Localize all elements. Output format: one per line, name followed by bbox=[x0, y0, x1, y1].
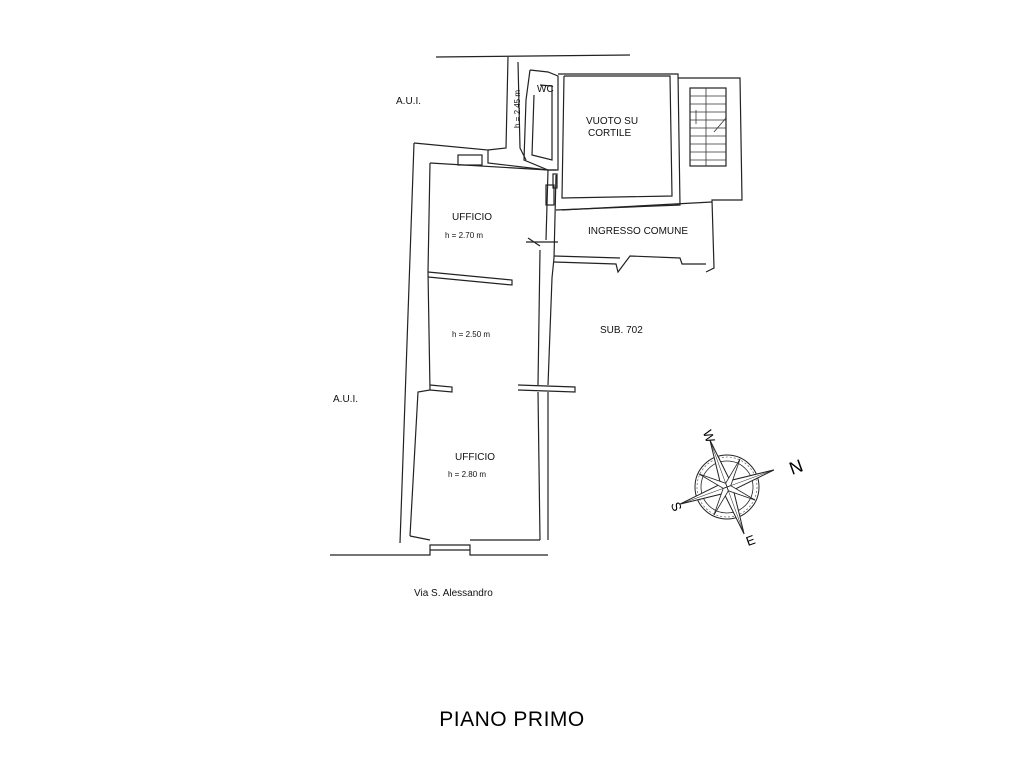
floor-title: PIANO PRIMO bbox=[439, 708, 585, 731]
compass-rose bbox=[679, 439, 775, 535]
wc-inner bbox=[531, 84, 553, 161]
wall-street-front bbox=[330, 544, 548, 556]
wall-partition-3 bbox=[517, 384, 576, 393]
courtyard-label-1: VUOTO SU bbox=[586, 116, 639, 127]
stair-block bbox=[689, 87, 727, 167]
wc-room bbox=[523, 69, 559, 171]
office-bottom-height: h = 2.80 m bbox=[448, 470, 487, 479]
wall-partition-2 bbox=[429, 384, 453, 393]
wall-street-inner bbox=[409, 535, 431, 541]
wall-east-2 bbox=[537, 249, 541, 386]
door-mark-2 bbox=[527, 237, 541, 247]
neighbor-label-top: A.U.I. bbox=[396, 96, 422, 107]
compass-w-label: W bbox=[700, 428, 719, 445]
wall-outer-west bbox=[399, 142, 415, 544]
middle-room-height: h = 2.50 m bbox=[452, 330, 491, 339]
office-bottom-label: UFFICIO bbox=[455, 452, 495, 463]
street-label: Via S. Alessandro bbox=[414, 588, 493, 599]
entrance-wall-bottom-2 bbox=[553, 255, 621, 259]
compass-s-label: S bbox=[668, 500, 685, 514]
neighbor-label-left: A.U.I. bbox=[333, 394, 359, 405]
courtyard-void bbox=[561, 75, 673, 199]
stairwell-outline bbox=[678, 77, 743, 273]
wall-partition-1 bbox=[427, 271, 513, 286]
wall-wc-left bbox=[487, 56, 509, 151]
window-mark-office bbox=[545, 184, 555, 206]
wall-east-lower-1 bbox=[537, 391, 541, 541]
window-mark-wc bbox=[552, 173, 558, 189]
neighbor-label-sub: SUB. 702 bbox=[600, 325, 643, 336]
chimney bbox=[457, 154, 483, 166]
wc-height-label: h = 2.45 m bbox=[513, 89, 522, 128]
courtyard-outer bbox=[555, 73, 681, 211]
common-entrance-label: INGRESSO COMUNE bbox=[588, 226, 689, 237]
entrance-wall-top bbox=[561, 201, 713, 211]
office-top-height: h = 2.70 m bbox=[445, 231, 484, 240]
property-line-top bbox=[435, 54, 631, 58]
entrance-wall-bottom bbox=[553, 255, 706, 274]
office-top-label: UFFICIO bbox=[452, 212, 492, 223]
wc-label: WC bbox=[537, 84, 554, 95]
wall-inner-west bbox=[409, 162, 431, 537]
wall-east-3 bbox=[547, 174, 557, 386]
compass-e-label: E bbox=[744, 532, 758, 549]
compass-n-label: N bbox=[787, 456, 806, 479]
wall-office-top bbox=[429, 162, 549, 171]
courtyard-label-2: CORTILE bbox=[588, 128, 632, 139]
